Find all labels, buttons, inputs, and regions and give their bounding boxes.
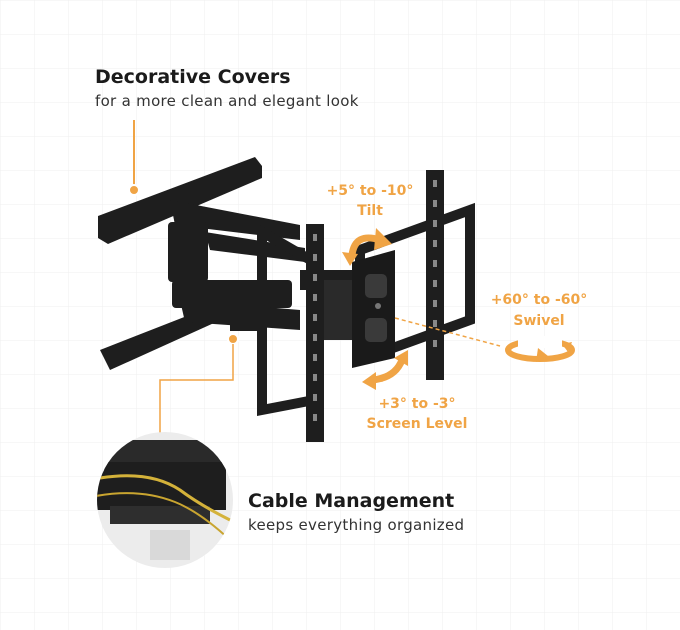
covers-callout	[128, 120, 140, 196]
covers-subtitle: for a more clean and elegant look	[95, 92, 359, 110]
left-rail	[306, 224, 324, 442]
pivot-plate	[352, 250, 395, 368]
tilt-label: Tilt	[357, 203, 383, 219]
swivel-arrow-icon	[505, 336, 575, 362]
callout-dot-icon	[128, 184, 140, 196]
cable-callout	[159, 333, 239, 450]
lower-arm	[100, 280, 300, 370]
upper-arm	[98, 157, 305, 282]
cable-subtitle: keeps everything organized	[248, 516, 465, 534]
callout-dot-icon	[227, 333, 239, 345]
covers-title: Decorative Covers	[95, 66, 291, 88]
tilt-arrow-icon	[342, 228, 392, 266]
cable-zoom-circle	[97, 432, 233, 568]
level-arrow-icon	[362, 350, 408, 390]
level-label: Screen Level	[366, 416, 468, 432]
tilt-range: +5° to -10°	[326, 183, 414, 199]
swivel-range: +60° to -60°	[490, 292, 588, 308]
swivel-label: Swivel	[513, 313, 565, 329]
level-range: +3° to -3°	[378, 396, 456, 412]
cable-title: Cable Management	[248, 490, 455, 512]
